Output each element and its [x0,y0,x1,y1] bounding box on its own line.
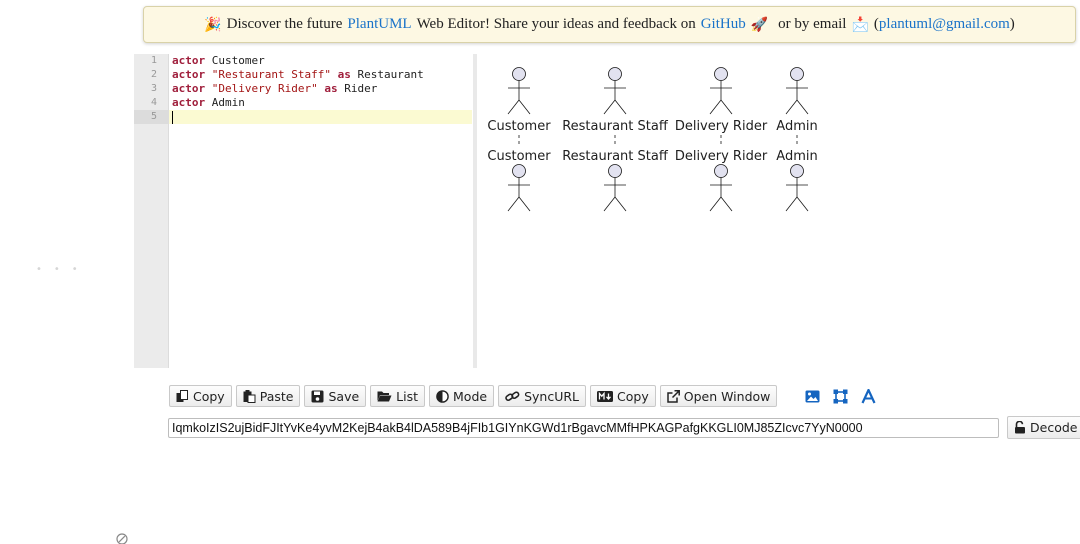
code-line-active[interactable] [169,110,472,124]
line-number-gutter: 1 2 3 4 5 [134,54,169,368]
save-button[interactable]: Save [304,385,367,407]
half-circle-icon [436,389,449,403]
actor-figure-top [709,67,733,115]
paren-close: ) [1009,16,1015,32]
save-icon [311,390,324,402]
keyword: actor [172,54,206,67]
external-link-icon [666,389,680,403]
keyword: as [317,82,338,95]
copy-markdown-button[interactable]: Copy [590,385,656,407]
status-icon[interactable] [116,532,128,544]
code-lines[interactable]: actor Customer actor "Restaurant Staff" … [169,54,472,124]
actor-label-bottom: Delivery Rider [675,149,768,164]
vector-square-icon[interactable] [829,385,851,407]
actor-label-top: Customer [487,119,551,134]
markdown-icon [597,390,614,402]
open-window-button[interactable]: Open Window [659,385,778,407]
list-button-label: List [396,388,419,404]
keyword: actor [172,96,206,109]
code-text: Restaurant [350,68,424,81]
code-line[interactable]: actor Customer [172,54,472,68]
code-line[interactable]: actor Admin [172,96,472,110]
line-number: 1 [150,55,157,66]
email-link[interactable]: plantuml@gmail.com [878,16,1010,32]
paste-button[interactable]: Paste [235,385,301,407]
actor-figure-top [507,67,531,115]
keyword: actor [172,82,206,95]
paste-icon [243,389,256,403]
unlock-icon [1015,421,1025,434]
string-literal: "Restaurant Staff" [205,68,331,81]
keyword: as [330,68,351,81]
actor-figure-bottom [603,164,627,212]
string-literal: "Delivery Rider" [205,82,318,95]
code-line[interactable]: actor "Restaurant Staff" as Restaurant [172,68,472,82]
line-number: 2 [150,69,157,80]
party-icon: 🎉 [204,16,222,33]
folder-open-icon [377,391,392,401]
copy-icon [176,389,188,402]
copy-button[interactable]: Copy [169,385,232,407]
rocket-icon: 🚀 [750,16,769,33]
image-icon[interactable] [801,385,823,407]
keyword: actor [172,68,206,81]
code-text: Rider [337,82,378,95]
save-button-label: Save [328,388,360,404]
font-icon[interactable] [857,385,879,407]
decode-button-label: Decode [1030,420,1078,435]
list-button[interactable]: List [370,385,426,407]
collapsed-panel-dots[interactable]: ••• [36,264,90,275]
toolbar: Copy Paste Save List Mode SyncURL Copy O… [169,385,879,407]
text-cursor [172,110,173,124]
actor-figure-bottom [709,164,733,212]
actor-label-top: Admin [776,119,817,134]
code-editor[interactable]: 1 2 3 4 5 actor Customer actor "Restaura… [134,54,472,368]
paste-button-label: Paste [259,388,294,404]
paren-open: ( [873,16,879,32]
banner-text: or by email [778,16,847,32]
github-link[interactable]: GitHub [700,16,746,32]
open-window-label: Open Window [683,388,771,404]
code-text: Admin [205,96,245,109]
banner-text: Web Editor! Share your ideas and feedbac… [416,16,696,32]
line-number: 3 [150,83,157,94]
actor-figure-bottom [507,164,531,212]
mode-button-label: Mode [453,388,488,404]
mode-button[interactable]: Mode [429,385,495,407]
syncurl-button-label: SyncURL [524,388,580,404]
announcement-banner: 🎉 Discover the future PlantUML Web Edito… [143,6,1076,43]
copy-markdown-label: Copy [617,388,649,404]
actor-label-top: Delivery Rider [675,119,768,134]
actor-label-bottom: Admin [776,149,817,164]
syncurl-button[interactable]: SyncURL [498,385,587,407]
actor-figure-bottom [785,164,809,212]
line-number-active: 5 [134,110,168,124]
actor-figure-top [785,67,809,115]
code-line[interactable]: actor "Delivery Rider" as Rider [172,82,472,96]
encoded-url-input[interactable] [168,418,999,438]
mail-icon: 📩 [851,16,869,33]
copy-button-label: Copy [193,388,225,404]
banner-text: Discover the future [226,16,343,32]
actor-label-bottom: Customer [487,149,551,164]
pane-splitter[interactable] [473,54,477,368]
decode-button[interactable]: Decode [1007,416,1080,439]
link-icon [505,390,520,401]
plantuml-link[interactable]: PlantUML [347,16,412,32]
actor-figure-top [603,67,627,115]
actor-label-bottom: Restaurant Staff [562,149,669,164]
line-number: 4 [150,97,157,108]
actor-label-top: Restaurant Staff [562,119,669,134]
code-text: Customer [205,54,265,67]
